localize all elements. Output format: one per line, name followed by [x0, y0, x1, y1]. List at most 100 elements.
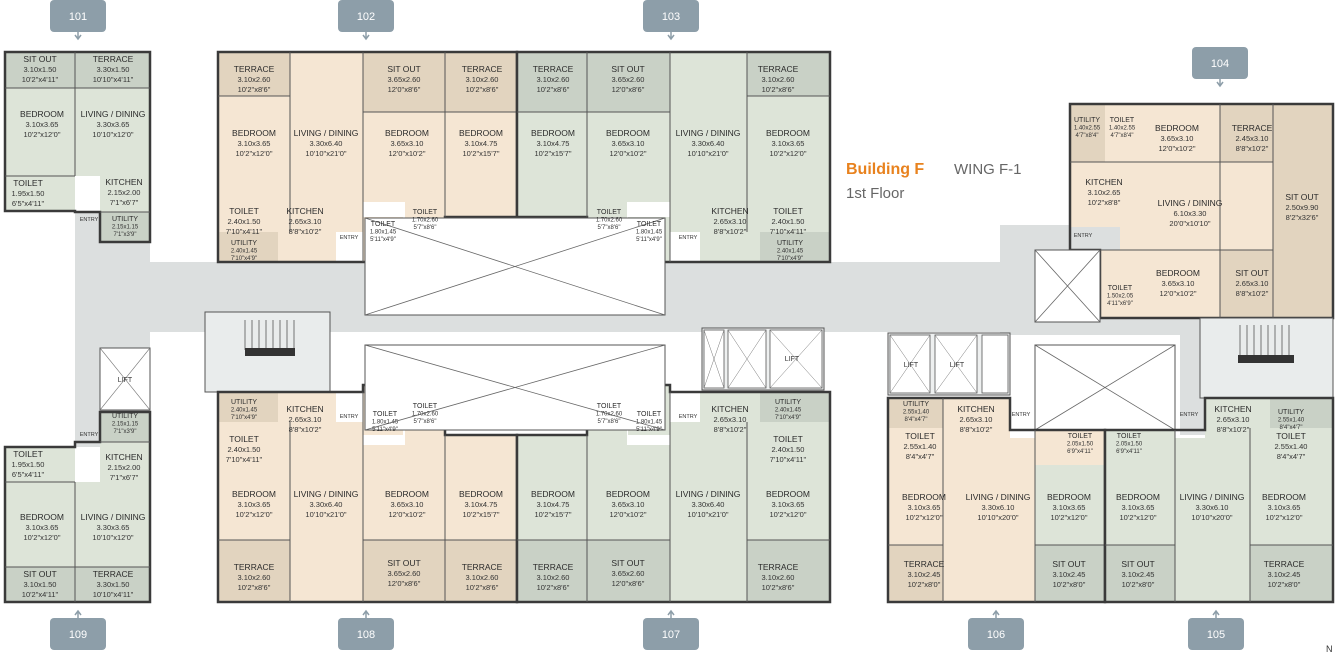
- room-dimension: 3.30x6.40: [310, 139, 343, 148]
- room-dimension: 3.10x2.60: [762, 573, 795, 582]
- entry-label: ENTRY: [80, 432, 99, 438]
- room-name: BEDROOM: [1116, 492, 1160, 502]
- room-dimension: 12'0"x10'2": [1159, 144, 1196, 153]
- room-dimension: 12'0"x8'6": [388, 85, 421, 94]
- room-dimension: 10'2"x12'0": [770, 510, 807, 519]
- room-dimension: 3.10x2.60: [762, 75, 795, 84]
- lift-core-right: [887, 332, 1011, 396]
- unit-number: 105: [1207, 629, 1225, 641]
- room-name: TERRACE: [758, 562, 799, 572]
- unit-number: 106: [987, 629, 1005, 641]
- room-dimension: 10'10"x4'11": [93, 590, 134, 599]
- wing-title: WING F-1: [954, 161, 1022, 178]
- lift-label: LIFT: [785, 356, 800, 363]
- unit-109: [3, 347, 152, 604]
- room-dimension: 3.65x3.10: [612, 500, 645, 509]
- room-name: BEDROOM: [459, 489, 503, 499]
- room-dimension: 3.10x2.60: [466, 75, 499, 84]
- room-name: SIT OUT: [1235, 268, 1268, 278]
- lift-label: LIFT: [904, 362, 919, 369]
- room-dimension: 3.30x3.65: [97, 120, 130, 129]
- room-name: TOILET: [373, 411, 398, 418]
- room-dimension: 10'2"x8'6": [537, 85, 570, 94]
- room-dimension: 2.55x1.40: [1278, 418, 1305, 424]
- room-name: UTILITY: [1074, 117, 1100, 124]
- room-dimension: 1.70x2.60: [596, 218, 623, 224]
- room-name: BEDROOM: [531, 489, 575, 499]
- arrow-icon: [1212, 609, 1220, 618]
- room-dimension: 2.65x3.10: [960, 415, 993, 424]
- room-dimension: 10'2"x8'0": [1053, 580, 1086, 589]
- shaft-lower-right: [1034, 344, 1176, 431]
- room-name: BEDROOM: [606, 489, 650, 499]
- room-dimension: 3.10x2.60: [238, 75, 271, 84]
- room-dimension: 10'2"x8'6": [762, 85, 795, 94]
- room-dimension: 10'10"x21'0": [687, 149, 728, 158]
- room-dimension: 10'2"x12'0": [1120, 513, 1157, 522]
- room-dimension: 10'10"x20'0": [977, 513, 1018, 522]
- room-dimension: 10'2"x8'0": [1268, 580, 1301, 589]
- room-dimension: 3.65x3.10: [1162, 279, 1195, 288]
- room-name: UTILITY: [112, 413, 138, 420]
- arrow-icon: [1216, 79, 1224, 88]
- room-name: SIT OUT: [611, 558, 644, 568]
- room-name: TOILET: [637, 411, 662, 418]
- lift-label: LIFT: [950, 362, 965, 369]
- room-dimension: 8'8"x10'2": [289, 425, 322, 434]
- room-dimension: 10'2"x12'0": [1266, 513, 1303, 522]
- room-dimension: 3.10x4.75: [537, 139, 570, 148]
- room-name: TERRACE: [462, 562, 503, 572]
- unit-badge-102: 102: [338, 0, 394, 41]
- room-name: TOILET: [1276, 431, 1306, 441]
- room-dimension: 1.40x2.55: [1109, 126, 1136, 132]
- room-name: TERRACE: [533, 562, 574, 572]
- room-name: TERRACE: [462, 64, 503, 74]
- unit-badge-104: 104: [1192, 47, 1248, 88]
- room-dimension: 2.65x3.10: [289, 217, 322, 226]
- room-dimension: 12'0"x10'2": [610, 149, 647, 158]
- room-dimension: 5'11"x4'9": [636, 427, 662, 433]
- room-name: BEDROOM: [1155, 123, 1199, 133]
- room-dimension: 8'4"x4'7": [905, 417, 928, 423]
- room-dimension: 8'8"x10'2": [1236, 144, 1269, 153]
- room-dimension: 7'1"x6'7": [110, 473, 139, 482]
- compass-north: N: [1326, 644, 1333, 652]
- room-name: LIVING / DINING: [81, 109, 146, 119]
- room-name: BEDROOM: [385, 128, 429, 138]
- room-name: TOILET: [13, 178, 43, 188]
- room-name: LIVING / DINING: [81, 512, 146, 522]
- room-dimension: 10'10"x4'11": [93, 75, 134, 84]
- room-dimension: 7'10"x4'11": [770, 455, 807, 464]
- room-dimension: 3.10x2.60: [537, 75, 570, 84]
- room-dimension: 2.65x3.10: [714, 415, 747, 424]
- room-dimension: 3.10x3.65: [238, 139, 271, 148]
- room-dimension: 3.10x3.65: [772, 500, 805, 509]
- room-dimension: 3.65x3.10: [1161, 134, 1194, 143]
- room-dimension: 3.30x3.65: [97, 523, 130, 532]
- room-dimension: 3.30x6.10: [982, 503, 1015, 512]
- room-dimension: 3.10x2.45: [1122, 570, 1155, 579]
- room-dimension: 10'10"x20'0": [1191, 513, 1232, 522]
- room-dimension: 2.40x1.50: [772, 445, 805, 454]
- room-dimension: 7'1"x3'9": [114, 232, 137, 238]
